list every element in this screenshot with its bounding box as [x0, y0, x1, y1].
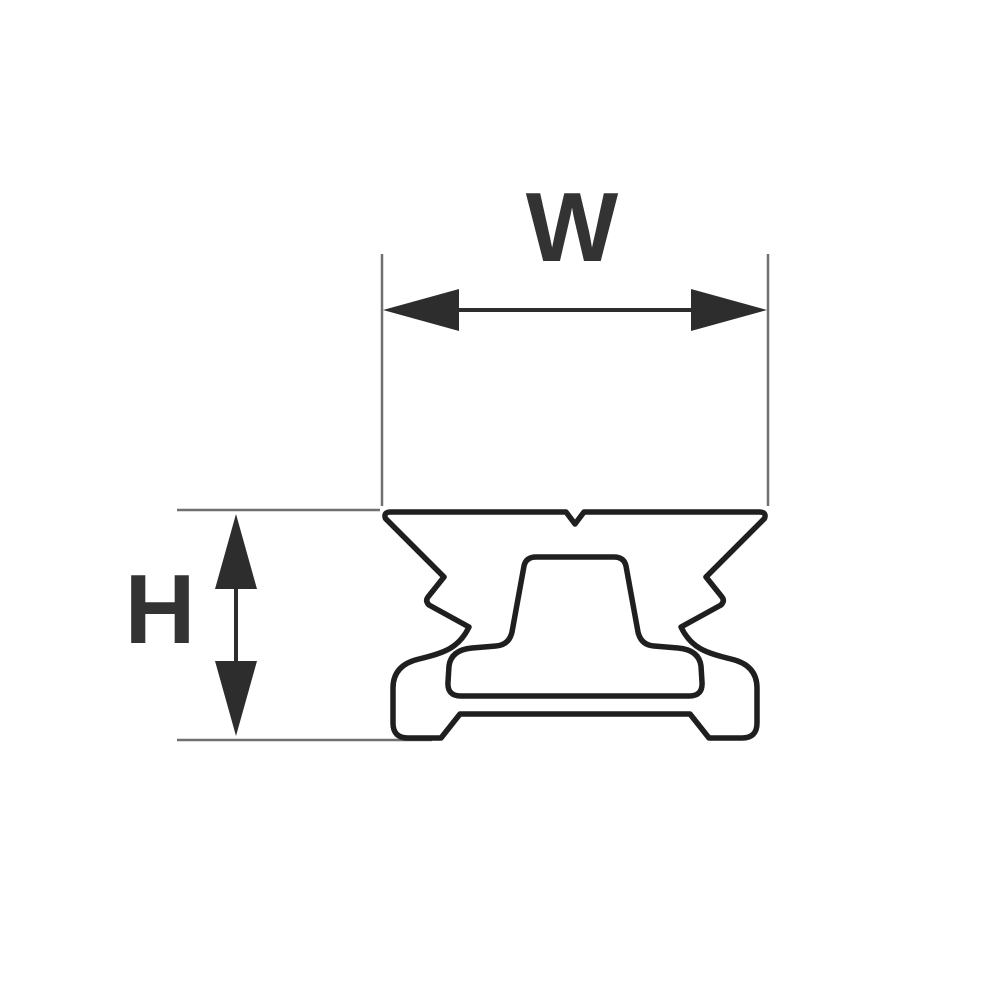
height-arrowhead-bottom-icon [215, 661, 257, 736]
height-label: H [124, 554, 196, 664]
height-dimension [177, 508, 432, 742]
width-label: W [525, 172, 619, 282]
track-inner-profile [445, 554, 705, 699]
width-arrowhead-right-icon [691, 289, 767, 331]
width-arrowhead-left-icon [383, 289, 459, 331]
height-arrowhead-top-icon [215, 514, 257, 589]
width-dimension [380, 254, 770, 506]
